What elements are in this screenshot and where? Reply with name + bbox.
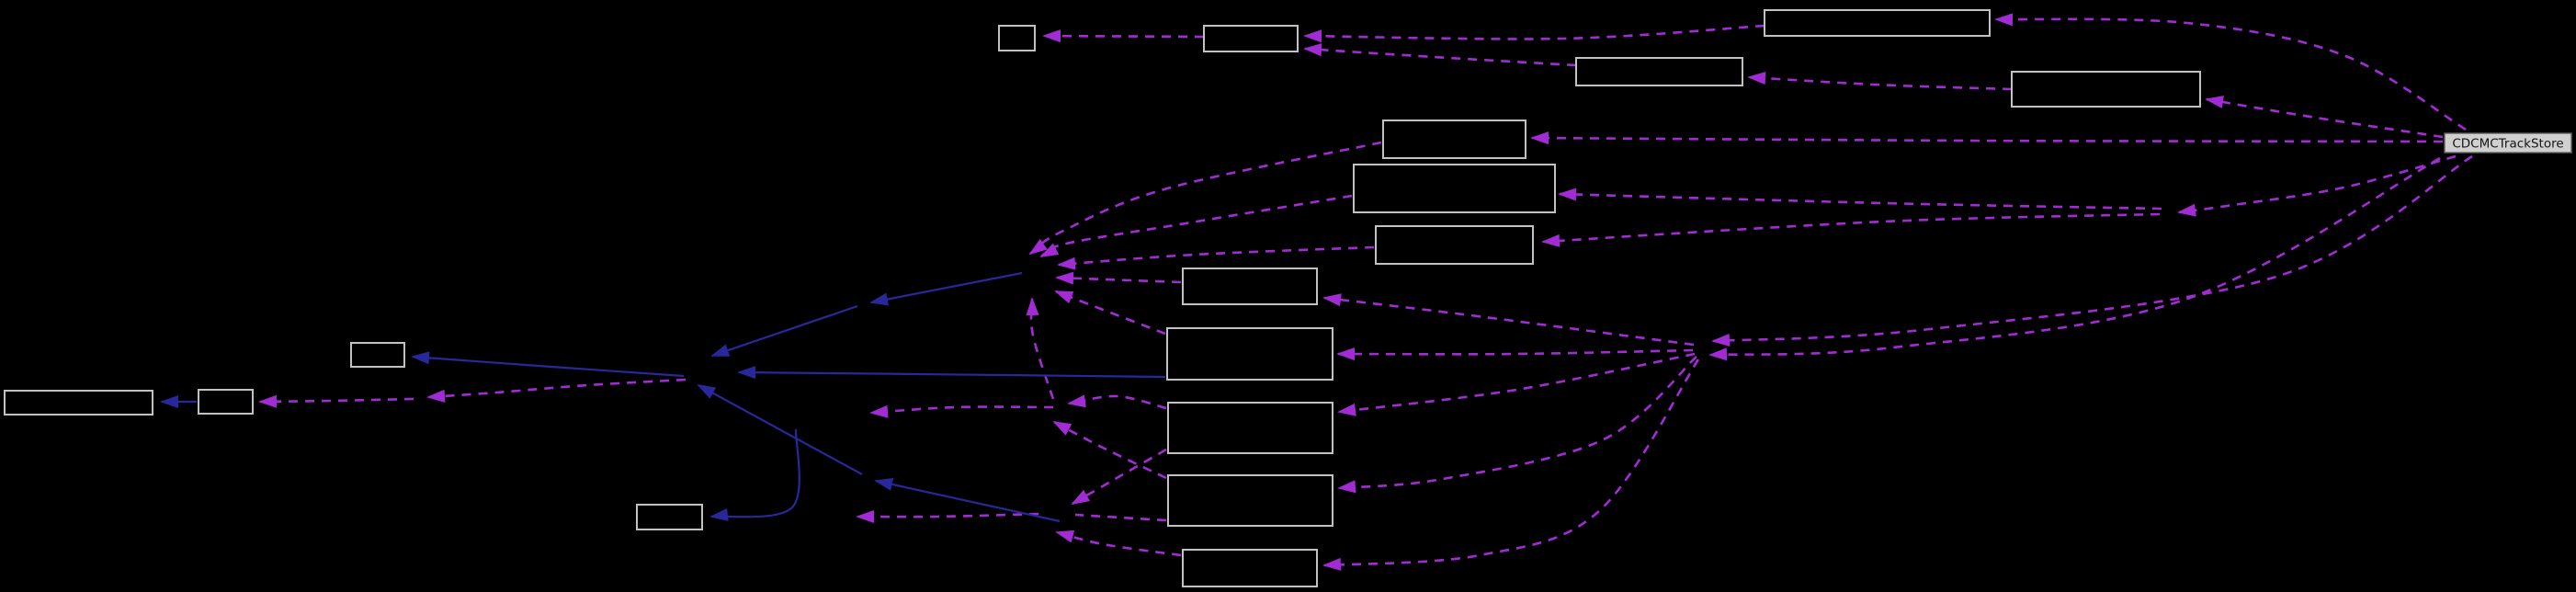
edge-b12-to-j3 <box>1067 394 1167 410</box>
node-14[interactable] <box>1182 549 1318 587</box>
node-3-box[interactable] <box>1764 9 1991 37</box>
edge-b14-to-j4 <box>1055 529 1182 557</box>
node-10[interactable] <box>1182 268 1318 305</box>
node-14-box[interactable] <box>1182 549 1318 587</box>
node-13[interactable] <box>1167 474 1333 527</box>
edge-cdc-to-j1 <box>2177 154 2457 217</box>
node-cdcmctrackstore-box[interactable] <box>2444 132 2572 154</box>
edge-j3-to-hub1 <box>1026 297 1055 400</box>
edge-se-to-jblue2 <box>874 478 1061 523</box>
edge-hub2-to-j5 <box>426 378 687 403</box>
node-2-box[interactable] <box>1203 25 1299 52</box>
edge-b9-to-hub1 <box>1057 245 1375 270</box>
node-15-box[interactable] <box>636 504 703 530</box>
edge-cdc-to-j2a <box>1711 154 2473 347</box>
edge-j2-to-b10 <box>1322 293 1695 347</box>
edge-b11-to-hub1 <box>1054 290 1166 336</box>
node-17[interactable] <box>198 389 254 415</box>
node-10-box[interactable] <box>1182 268 1318 305</box>
node-9-box[interactable] <box>1375 225 1534 265</box>
node-5[interactable] <box>2011 71 2201 108</box>
edge-b7-to-hub1 <box>1028 141 1382 256</box>
edge-j2-to-b13 <box>1337 356 1697 494</box>
edge-b2-to-b1 <box>1042 29 1205 43</box>
node-16-box[interactable] <box>4 390 153 416</box>
edge-hub1-to-jblue <box>869 271 1023 306</box>
node-17-box[interactable] <box>198 389 254 415</box>
edge-b13-merge-j4 <box>1074 513 1167 522</box>
node-5-box[interactable] <box>2011 71 2201 108</box>
edge-j5-to-b17 <box>258 394 414 408</box>
edge-hub2-to-b18 <box>411 351 685 378</box>
node-13-box[interactable] <box>1167 474 1333 527</box>
node-15[interactable] <box>636 504 703 530</box>
edge-b10-to-hub1 <box>1055 271 1182 285</box>
edge-jblue2-to-hub2 <box>697 384 863 475</box>
node-12[interactable] <box>1167 402 1333 454</box>
edge-cdc-to-b3 <box>1994 13 2467 131</box>
edge-b4-to-b2 <box>1303 43 1577 67</box>
edge-drop-to-b15 <box>709 428 800 521</box>
edge-b11-to-hub2 <box>737 366 1166 380</box>
node-8-box[interactable] <box>1353 164 1556 213</box>
edge-b12-to-j4 <box>1071 448 1167 506</box>
edge-cdc-to-b7 <box>1530 131 2444 145</box>
node-cdcmctrackstore[interactable]: CDCMCTrackStore <box>2444 132 2572 154</box>
edge-cdc-to-j2b <box>1708 156 2441 361</box>
node-3[interactable] <box>1764 9 1991 37</box>
edge-b5-to-b4 <box>1747 72 2013 91</box>
node-2[interactable] <box>1203 25 1299 52</box>
node-1[interactable] <box>998 25 1036 51</box>
node-12-box[interactable] <box>1167 402 1333 454</box>
node-4[interactable] <box>1575 57 1743 86</box>
node-1-box[interactable] <box>998 25 1036 51</box>
edge-j1-to-b9 <box>1541 212 2161 247</box>
node-7[interactable] <box>1382 120 1526 159</box>
edge-j4-out-west <box>856 510 1039 524</box>
node-18[interactable] <box>350 342 405 368</box>
node-9[interactable] <box>1375 225 1534 265</box>
edge-jblue-to-hub2 <box>710 304 858 358</box>
node-11[interactable] <box>1166 327 1333 381</box>
node-18-box[interactable] <box>350 342 405 368</box>
edge-b8-to-hub1 <box>1039 194 1353 258</box>
edge-j1-to-b8 <box>1558 188 2162 211</box>
node-4-box[interactable] <box>1575 57 1743 86</box>
edge-j2-to-b12 <box>1337 352 1696 416</box>
node-11-box[interactable] <box>1166 327 1333 381</box>
node-cdcmctrackstore-label: CDCMCTrackStore <box>2452 137 2563 152</box>
edge-j3-out-west <box>869 404 1054 418</box>
node-7-box[interactable] <box>1382 120 1526 159</box>
node-16[interactable] <box>4 390 153 416</box>
node-8[interactable] <box>1353 164 1556 213</box>
edge-j2-to-b11 <box>1336 347 1694 361</box>
edge-b3-to-b2 <box>1303 24 1765 43</box>
edge-cdc-to-b5 <box>2205 96 2444 139</box>
edge-b13-to-j3 <box>1052 420 1167 480</box>
